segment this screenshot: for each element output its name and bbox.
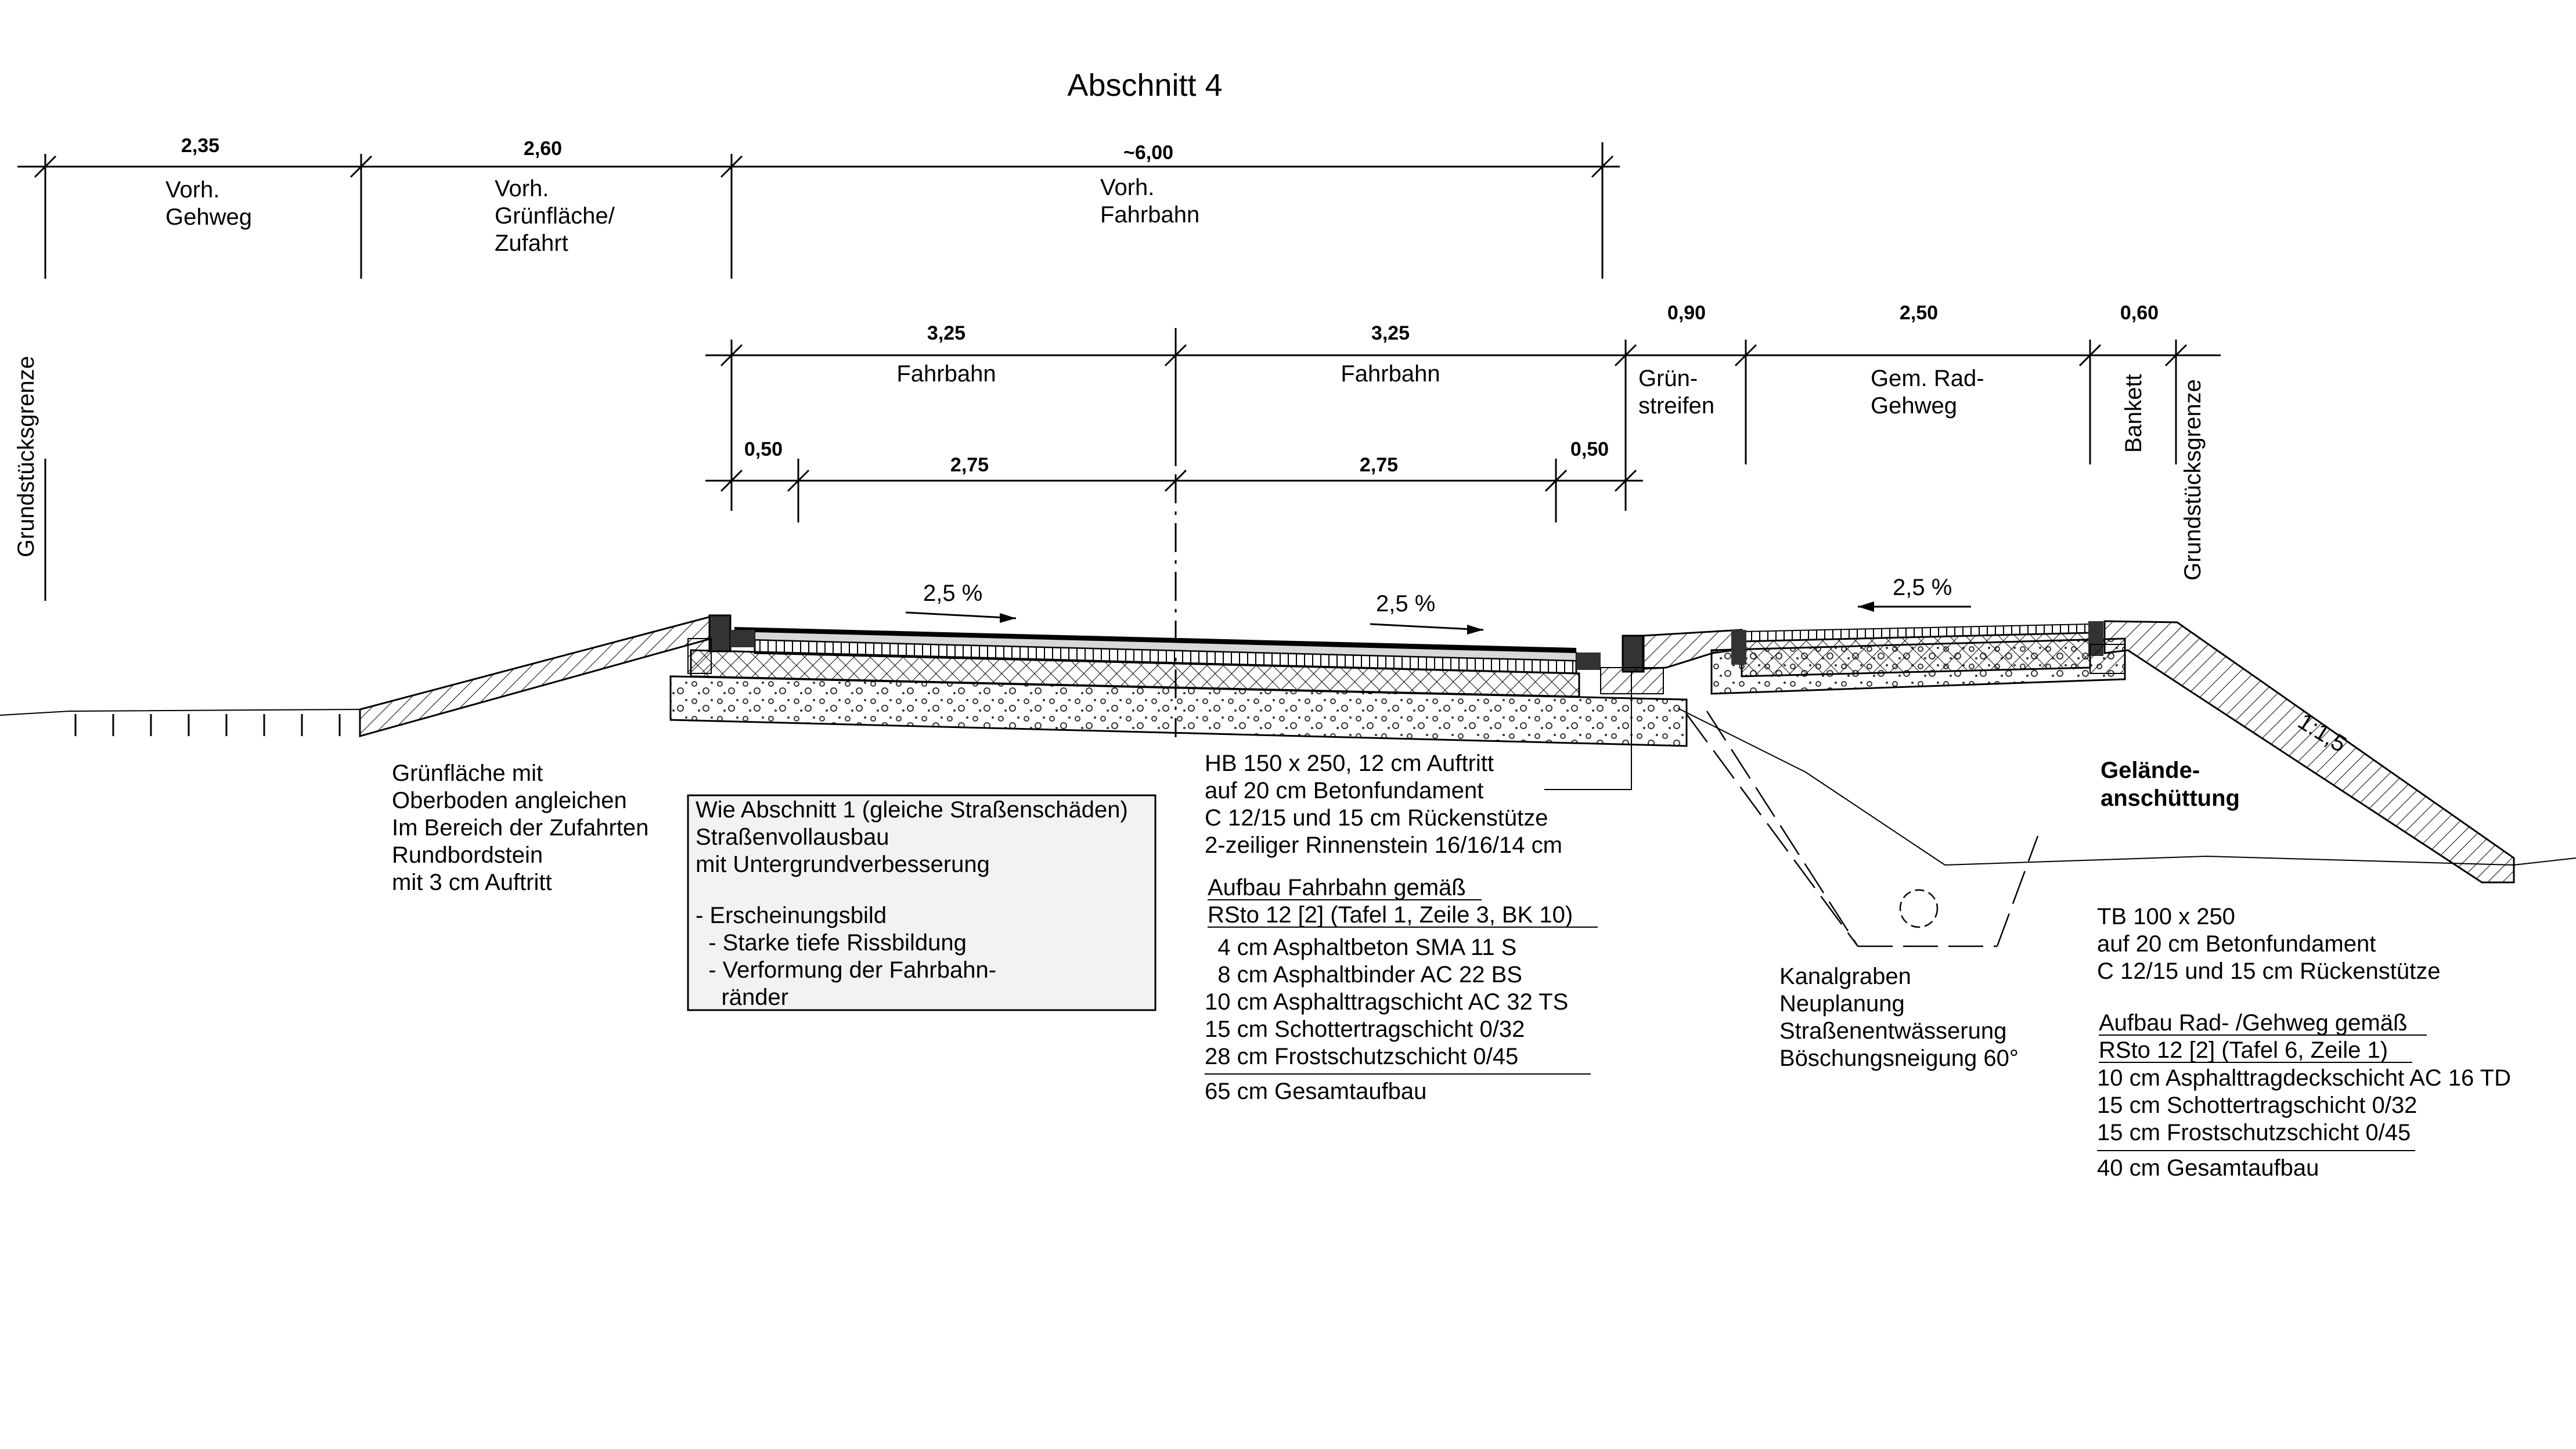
sewer-pipe [1899,889,1939,928]
dim-gruenflaeche-value: 2,60 [524,138,562,160]
hb-note-2: auf 20 cm Betonfundament [1205,778,1483,803]
right-embankment-fill [2103,620,2515,884]
label-gruenstreifen-1: Grün- [1638,366,1698,391]
dim-bankett-value: 0,60 [2120,302,2159,324]
gelaende-label-1: Gelände- [2101,758,2200,783]
hb-leader-line [1544,671,1632,790]
radweg-aufbau-heading-1: Aufbau Rad- /Gehweg gemäß [2099,1010,2407,1036]
fahrbahn-total: 65 cm Gesamtaufbau [1205,1079,1426,1104]
dim-fahrbahn-right-value: 3,25 [1371,322,1410,344]
existing-ground-right [1677,708,2576,866]
kanal-note-3: Straßenentwässerung [1779,1018,2006,1044]
radweg-aufbau-heading-2: RSto 12 [2] (Tafel 6, Zeile 1) [2099,1037,2388,1063]
note-left-5: mit 3 cm Auftritt [392,870,552,895]
radweg-edge-left [1731,630,1746,665]
hb-note-3: C 12/15 und 15 cm Rückenstütze [1205,805,1548,831]
dim-gruenstreifen-value: 0,90 [1667,302,1706,324]
fahrbahn-layer-5: 28 cm Frostschutzschicht 0/45 [1205,1044,1518,1069]
lower-dimension-chain [705,432,1643,522]
box-note-5: - Erscheinungsbild [696,903,887,928]
dim-fahrbahn-left-value: 3,25 [927,322,965,344]
label-gruenflaeche-1: Vorh. [495,176,549,201]
label-fahrbahn-left: Fahrbahn [896,361,996,387]
slope-label-2: 2,5 % [1376,591,1435,617]
dim-lower-4: 0,50 [1570,438,1609,460]
hb-note-1: HB 150 x 250, 12 cm Auftritt [1205,751,1494,776]
fahrbahn-aufbau-heading-2: RSto 12 [2] (Tafel 1, Zeile 3, BK 10) [1208,902,1573,928]
gutter-stone-right [1576,653,1601,670]
fahrbahn-layer-4: 15 cm Schottertragschicht 0/32 [1205,1017,1525,1042]
slope-label-3: 2,5 % [1893,575,1952,600]
label-fahrbahn-1: Vorh. [1100,175,1154,200]
box-note-8: ränder [696,985,788,1010]
slope-label-1: 2,5 % [923,581,982,606]
asphalt-surface-layer [734,627,1576,653]
dim-lower-3: 2,75 [1360,454,1398,476]
curb-left [708,614,732,653]
gelaende-label-2: anschüttung [2101,785,2240,811]
label-radweg-2: Gehweg [1871,393,1957,419]
box-note-frame [687,794,1157,1011]
dim-fahrbahn-total-value: ~6,00 [1123,142,1173,164]
hb-note-4: 2-zeiliger Rinnenstein 16/16/14 cm [1205,832,1562,858]
box-note-6: - Starke tiefe Rissbildung [696,930,967,956]
label-gruenstreifen-2: streifen [1638,393,1714,419]
label-fahrbahn-2: Fahrbahn [1100,202,1199,228]
dim-lower-1: 0,50 [744,438,783,460]
fahrbahn-layer-1: 4 cm Asphaltbeton SMA 11 S [1205,935,1516,960]
drawing-title: Abschnitt 4 [1067,68,1222,103]
fahrbahn-layer-3: 10 cm Asphalttragschicht AC 32 TS [1205,989,1568,1015]
existing-ground-left [0,709,361,736]
box-note-7: - Verformung der Fahrbahn- [696,957,996,983]
dim-gehweg-value: 2,35 [181,135,219,157]
label-gehweg-2: Gehweg [165,204,252,230]
left-verge-fill [359,615,712,737]
radweg-total: 40 cm Gesamtaufbau [2097,1155,2319,1181]
label-fahrbahn-right: Fahrbahn [1341,361,1440,387]
note-left-3: Im Bereich der Zufahrten [392,815,648,841]
kanal-note-1: Kanalgraben [1779,964,1911,989]
dim-lower-2: 2,75 [950,454,989,476]
label-radweg-1: Gem. Rad- [1871,366,1984,391]
tb-note-3: C 12/15 und 15 cm Rückenstütze [2097,958,2440,984]
label-gruenflaeche-2: Grünfläche/ [495,203,615,229]
gutter-stone-left [730,630,755,647]
property-line-right-label: Grundstücksgrenze [2180,379,2206,581]
label-bankett: Bankett [2121,374,2146,453]
note-left-1: Grünfläche mit [392,760,543,786]
fahrbahn-aufbau-heading-1: Aufbau Fahrbahn gemäß [1208,875,1466,900]
tb-note-1: TB 100 x 250 [2097,904,2235,929]
sewer-trench [1685,711,2039,947]
property-line-left-label: Grundstücksgrenze [13,356,39,557]
radweg-layer-1: 10 cm Asphalttragdeckschicht AC 16 TD [2097,1065,2511,1091]
note-left-4: Rundbordstein [392,842,543,868]
note-left-2: Oberboden angleichen [392,788,627,813]
box-note-2: Straßenvollausbau [696,824,889,850]
top-dimension-chain [17,142,1620,279]
kanal-note-2: Neuplanung [1779,991,1905,1017]
box-note-3: mit Untergrundverbesserung [696,852,990,877]
box-note-1: Wie Abschnitt 1 (gleiche Straßenschäden) [696,797,1128,823]
label-gehweg-1: Vorh. [165,177,219,203]
radweg-layer-2: 15 cm Schottertragschicht 0/32 [2097,1093,2417,1118]
radweg-layer-3: 15 cm Frostschutzschicht 0/45 [2097,1120,2411,1145]
curb-right [1622,635,1645,673]
slope-arrows [905,601,1971,635]
kanal-note-4: Böschungsneigung 60° [1779,1046,2019,1071]
dim-radweg-value: 2,50 [1900,302,1938,324]
tb-note-2: auf 20 cm Betonfundament [2097,931,2376,957]
label-gruenflaeche-3: Zufahrt [495,230,568,256]
mid-dimension-chain [705,328,2221,464]
fahrbahn-layer-2: 8 cm Asphaltbinder AC 22 BS [1205,962,1522,987]
curb-foundation-left [687,638,712,674]
